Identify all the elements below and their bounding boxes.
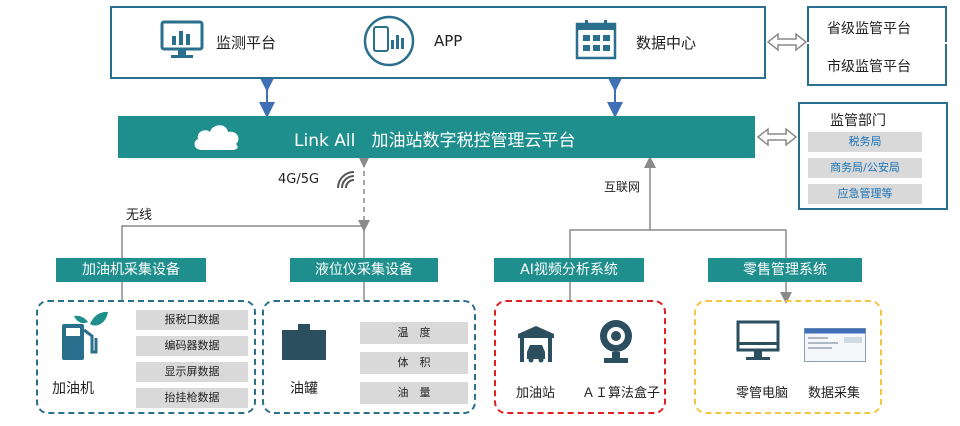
- wireless-bus: [121, 225, 364, 262]
- ai-video-group: 加油站 ＡＩ算法盒子: [494, 300, 666, 414]
- internet-label: 互联网: [604, 180, 641, 194]
- platform-title: Link All 加油站数字税控管理云平台: [294, 131, 576, 151]
- ai-video-system-label: AI视频分析系统: [494, 258, 644, 282]
- dept-emergency: 应急管理等: [808, 184, 922, 204]
- dept-tax: 税务局: [808, 132, 922, 152]
- internet-line-retail: [650, 229, 787, 258]
- wireless-label: 无线: [126, 208, 153, 223]
- temperature-data: 温 度: [360, 322, 468, 344]
- ai-box-label: ＡＩ算法盒子: [582, 386, 661, 401]
- data-collection-label: 数据采集: [808, 386, 861, 401]
- computer-icon: [736, 320, 780, 364]
- network-4g5g-label: 4G/5G: [278, 172, 320, 187]
- departments-title: 监管部门: [830, 113, 886, 129]
- oil-tank-icon: [280, 322, 328, 362]
- level-gauge-group: 油罐 温 度 体 积 油 量: [262, 300, 476, 414]
- gas-station-label: 加油站: [516, 386, 556, 401]
- dept-commerce-police: 商务局/公安局: [808, 158, 922, 178]
- monitor-platform-label: 监测平台: [216, 34, 277, 52]
- city-platform-label: 市级监管平台: [827, 59, 911, 75]
- fuel-dispenser-label: 加油机: [52, 381, 94, 397]
- fuel-dispenser-collector-label: 加油机采集设备: [56, 258, 206, 282]
- supervision-gap: [807, 42, 947, 44]
- departments-panel: 监管部门 税务局 商务局/公安局 应急管理等: [798, 102, 948, 210]
- fuel-pump-leaf-icon: [50, 306, 110, 366]
- retail-system-label: 零售管理系统: [708, 258, 862, 282]
- calendar-grid-icon: [574, 18, 618, 62]
- oil-tank-label: 油罐: [290, 381, 318, 397]
- software-window-icon: [804, 328, 866, 362]
- nozzle-data: 抬挂枪数据: [136, 388, 248, 408]
- tax-port-data: 报税口数据: [136, 310, 248, 330]
- phone-chart-icon: [362, 14, 416, 68]
- internet-line: [569, 156, 656, 258]
- encoder-data: 编码器数据: [136, 336, 248, 356]
- wifi-signal-icon: [334, 168, 358, 192]
- monitor-chart-icon: [160, 20, 204, 60]
- supervision-platform-panel: 省级监管平台 市级监管平台: [807, 6, 947, 86]
- provincial-platform-label: 省级监管平台: [827, 21, 911, 37]
- gas-station-car-icon: [516, 324, 556, 364]
- arrow-main-departments: [756, 127, 798, 147]
- fuel-dispenser-group: 加油机 报税口数据 编码器数据 显示屏数据 抬挂枪数据: [36, 300, 256, 414]
- app-label: APP: [434, 32, 463, 50]
- retail-group: 零管电脑 数据采集: [694, 300, 882, 414]
- display-data: 显示屏数据: [136, 362, 248, 382]
- cloud-icon: [190, 120, 246, 154]
- oil-quantity-data: 油 量: [360, 382, 468, 404]
- cloud-platform-bar: Link All 加油站数字税控管理云平台: [118, 116, 755, 158]
- volume-data: 体 积: [360, 352, 468, 374]
- level-gauge-collector-label: 液位仪采集设备: [290, 258, 438, 282]
- arrow-top-supervision: [766, 32, 808, 52]
- top-platform-panel: 监测平台 APP 数据中心: [110, 6, 766, 79]
- retail-computer-label: 零管电脑: [736, 386, 789, 401]
- data-center-label: 数据中心: [636, 34, 697, 52]
- camera-icon: [596, 318, 636, 366]
